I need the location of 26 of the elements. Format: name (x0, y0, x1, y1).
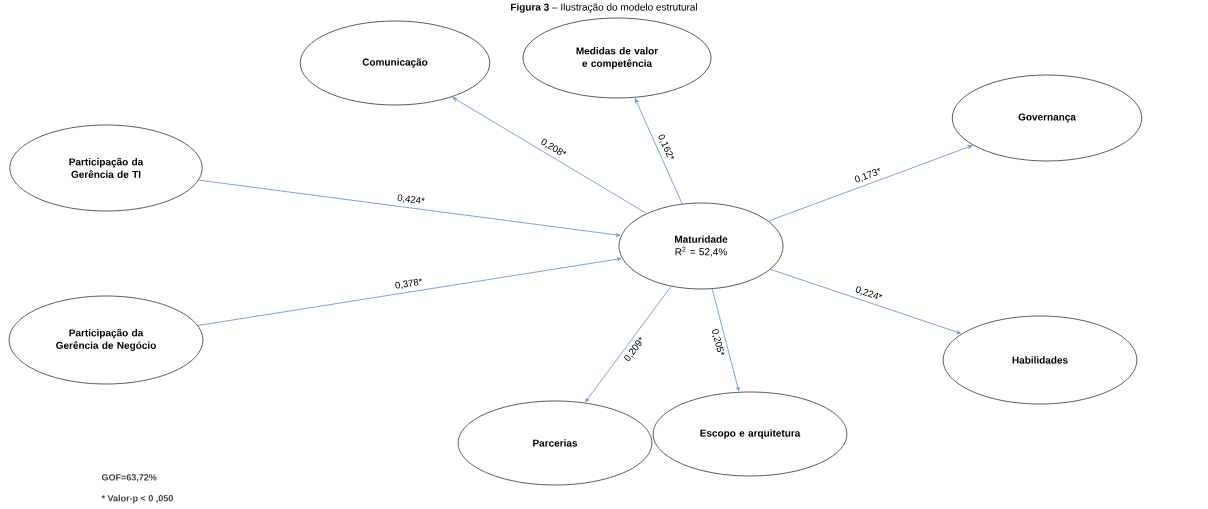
ellipse-node: Comunicação (299, 20, 491, 106)
arrow (198, 179, 621, 237)
arrow (585, 285, 672, 403)
note-text: * Valor-p < 0 ,050 (101, 494, 173, 504)
edge-label: 0,162* (658, 134, 675, 160)
ellipse-node: Governança (951, 74, 1143, 162)
arrow (452, 97, 647, 214)
figure-title: Figura 3 – Ilustração do modelo estrutural (511, 3, 697, 13)
ellipse-node: Parcerias (457, 400, 653, 486)
ellipse-node: Participação da Gerência de TI (9, 124, 203, 212)
arrow (768, 145, 973, 222)
note-text: GOF=63,72% (101, 474, 157, 482)
arrow (634, 98, 683, 205)
ellipse-node: Participação da Gerência de Negócio (8, 295, 204, 385)
edge-label: 0,224* (855, 286, 883, 300)
edge-label: 0,378* (395, 278, 422, 289)
edge-label: 0,205* (712, 329, 725, 356)
ellipse-node: Medidas de valor e competência (522, 17, 712, 99)
edge-label: 0,424* (397, 194, 425, 204)
edge-label: 0,173* (854, 167, 880, 183)
arrow (197, 257, 622, 326)
ellipse-node: Maturidade R$^{2}$ = 52,4% (618, 202, 784, 290)
arrow (770, 268, 962, 334)
ellipse-node: Escopo e arquitetura (652, 391, 848, 477)
ellipse-node: Habilidades (942, 315, 1138, 405)
arrow (711, 288, 740, 392)
